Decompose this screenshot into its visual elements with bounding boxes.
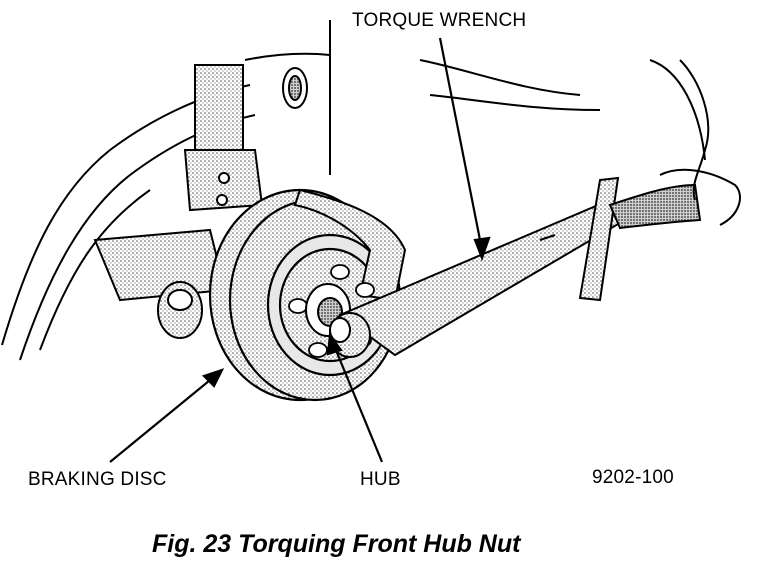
hub-label: HUB <box>360 469 401 490</box>
figure-caption: Fig. 23 Torquing Front Hub Nut <box>152 530 521 558</box>
torque-wrench <box>329 176 702 358</box>
leader-lines <box>109 37 491 463</box>
body-panels <box>329 20 706 175</box>
control-arm <box>93 228 227 339</box>
torque-wrench-label: TORQUE WRENCH <box>352 10 527 31</box>
hand <box>659 59 741 226</box>
braking-disc-label: BRAKING DISC <box>28 469 167 490</box>
strut-assembly <box>183 52 331 212</box>
figure-code: 9202-100 <box>592 467 674 488</box>
